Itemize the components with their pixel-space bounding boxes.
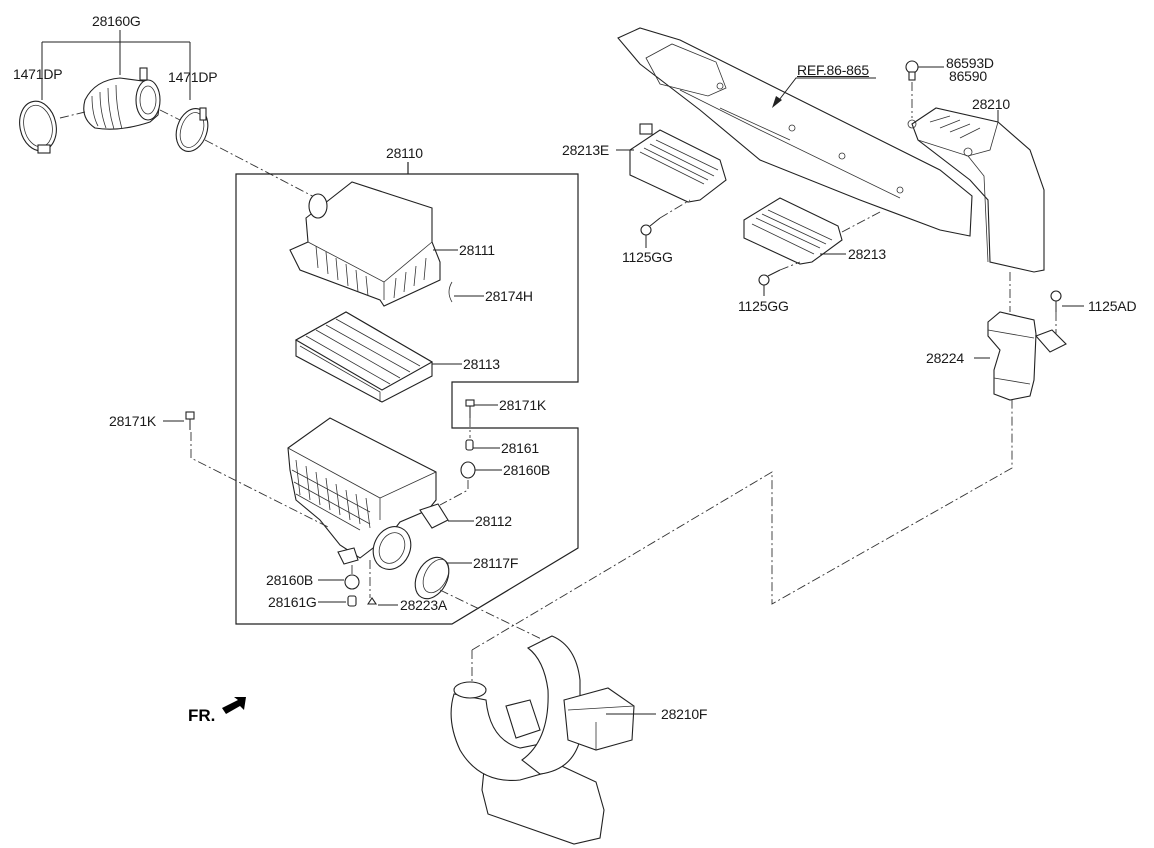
label-1471DP-right[interactable]: 1471DP bbox=[168, 69, 218, 85]
label-28213E[interactable]: 28213E bbox=[562, 142, 610, 158]
part-resonator-28213E[interactable] bbox=[629, 123, 727, 203]
label-1125GG-left[interactable]: 1125GG bbox=[622, 249, 673, 265]
label-28210[interactable]: 28210 bbox=[972, 96, 1010, 112]
part-bolt-1125GG-left[interactable] bbox=[640, 217, 661, 236]
assembly-line bbox=[659, 199, 691, 219]
part-duct-28210[interactable] bbox=[907, 107, 1045, 273]
part-cover-28111[interactable] bbox=[289, 181, 441, 307]
assembly-line bbox=[439, 400, 1013, 651]
label-leaders bbox=[163, 66, 1084, 715]
part-filter-28113[interactable] bbox=[294, 311, 434, 403]
label-28161[interactable]: 28161 bbox=[501, 440, 539, 456]
part-seal-28117F[interactable] bbox=[408, 552, 455, 605]
part-bolt-1125AD[interactable] bbox=[1050, 290, 1062, 312]
part-insulator-28160B-upper[interactable] bbox=[460, 461, 476, 479]
label-28113[interactable]: 28113 bbox=[463, 356, 500, 372]
label-28224[interactable]: 28224 bbox=[926, 350, 964, 366]
label-86593D[interactable]: 86593D bbox=[946, 55, 994, 71]
label-28117F[interactable]: 28117F bbox=[473, 555, 519, 571]
part-bolt-28171K-outer[interactable] bbox=[185, 411, 195, 430]
part-clip-28223A[interactable] bbox=[366, 597, 378, 605]
part-insulator-28160B-lower[interactable] bbox=[344, 574, 360, 590]
label-1125GG-right[interactable]: 1125GG bbox=[738, 298, 789, 314]
front-direction-arrow-icon bbox=[222, 697, 246, 714]
label-28223A[interactable]: 28223A bbox=[400, 597, 448, 613]
label-28210F[interactable]: 28210F bbox=[661, 706, 708, 722]
part-collar-28161[interactable] bbox=[465, 439, 474, 451]
part-body-28112[interactable] bbox=[287, 417, 449, 576]
part-bolt-1125GG-right[interactable] bbox=[758, 269, 781, 286]
label-28171K-outer[interactable]: 28171K bbox=[109, 413, 157, 429]
label-28112[interactable]: 28112 bbox=[475, 513, 512, 529]
label-28160G[interactable]: 28160G bbox=[92, 13, 141, 29]
label-1471DP-left[interactable]: 1471DP bbox=[13, 66, 63, 82]
group-bracket-28160G bbox=[41, 30, 191, 100]
part-cowl-panel-ref-86-865[interactable] bbox=[617, 27, 973, 237]
front-direction-label: FR. bbox=[188, 706, 216, 725]
label-86590[interactable]: 86590 bbox=[949, 68, 987, 84]
assembly-line bbox=[779, 211, 881, 271]
part-clip-28174H[interactable] bbox=[448, 281, 453, 303]
reference-label[interactable]: REF.86-865 bbox=[797, 62, 869, 78]
label-28174H[interactable]: 28174H bbox=[485, 288, 533, 304]
part-bolt-28171K-inner[interactable] bbox=[465, 399, 475, 418]
part-clamp-1471DP-right[interactable] bbox=[171, 104, 213, 155]
assembly-box-28110 bbox=[235, 162, 579, 625]
assembly-line bbox=[59, 109, 321, 201]
part-duct-28224[interactable] bbox=[987, 311, 1067, 401]
part-fastener-86593D[interactable] bbox=[905, 60, 919, 81]
label-28160B-upper[interactable]: 28160B bbox=[503, 462, 551, 478]
part-resonator-28213[interactable] bbox=[743, 197, 843, 265]
label-28161G[interactable]: 28161G bbox=[268, 594, 317, 610]
label-1125AD[interactable]: 1125AD bbox=[1088, 298, 1137, 314]
label-28213[interactable]: 28213 bbox=[848, 246, 886, 262]
part-clamp-1471DP-left[interactable] bbox=[15, 98, 61, 154]
part-collar-28161G[interactable] bbox=[347, 595, 357, 607]
part-resonator-assembly-28210F[interactable] bbox=[450, 635, 635, 845]
part-hose-28160G[interactable] bbox=[83, 67, 161, 130]
ref-leader bbox=[772, 77, 876, 108]
label-28110[interactable]: 28110 bbox=[386, 145, 423, 161]
label-28111[interactable]: 28111 bbox=[459, 242, 495, 258]
label-28160B-lower[interactable]: 28160B bbox=[266, 572, 314, 588]
label-28171K-inner[interactable]: 28171K bbox=[499, 397, 547, 413]
assembly-line bbox=[190, 418, 471, 598]
